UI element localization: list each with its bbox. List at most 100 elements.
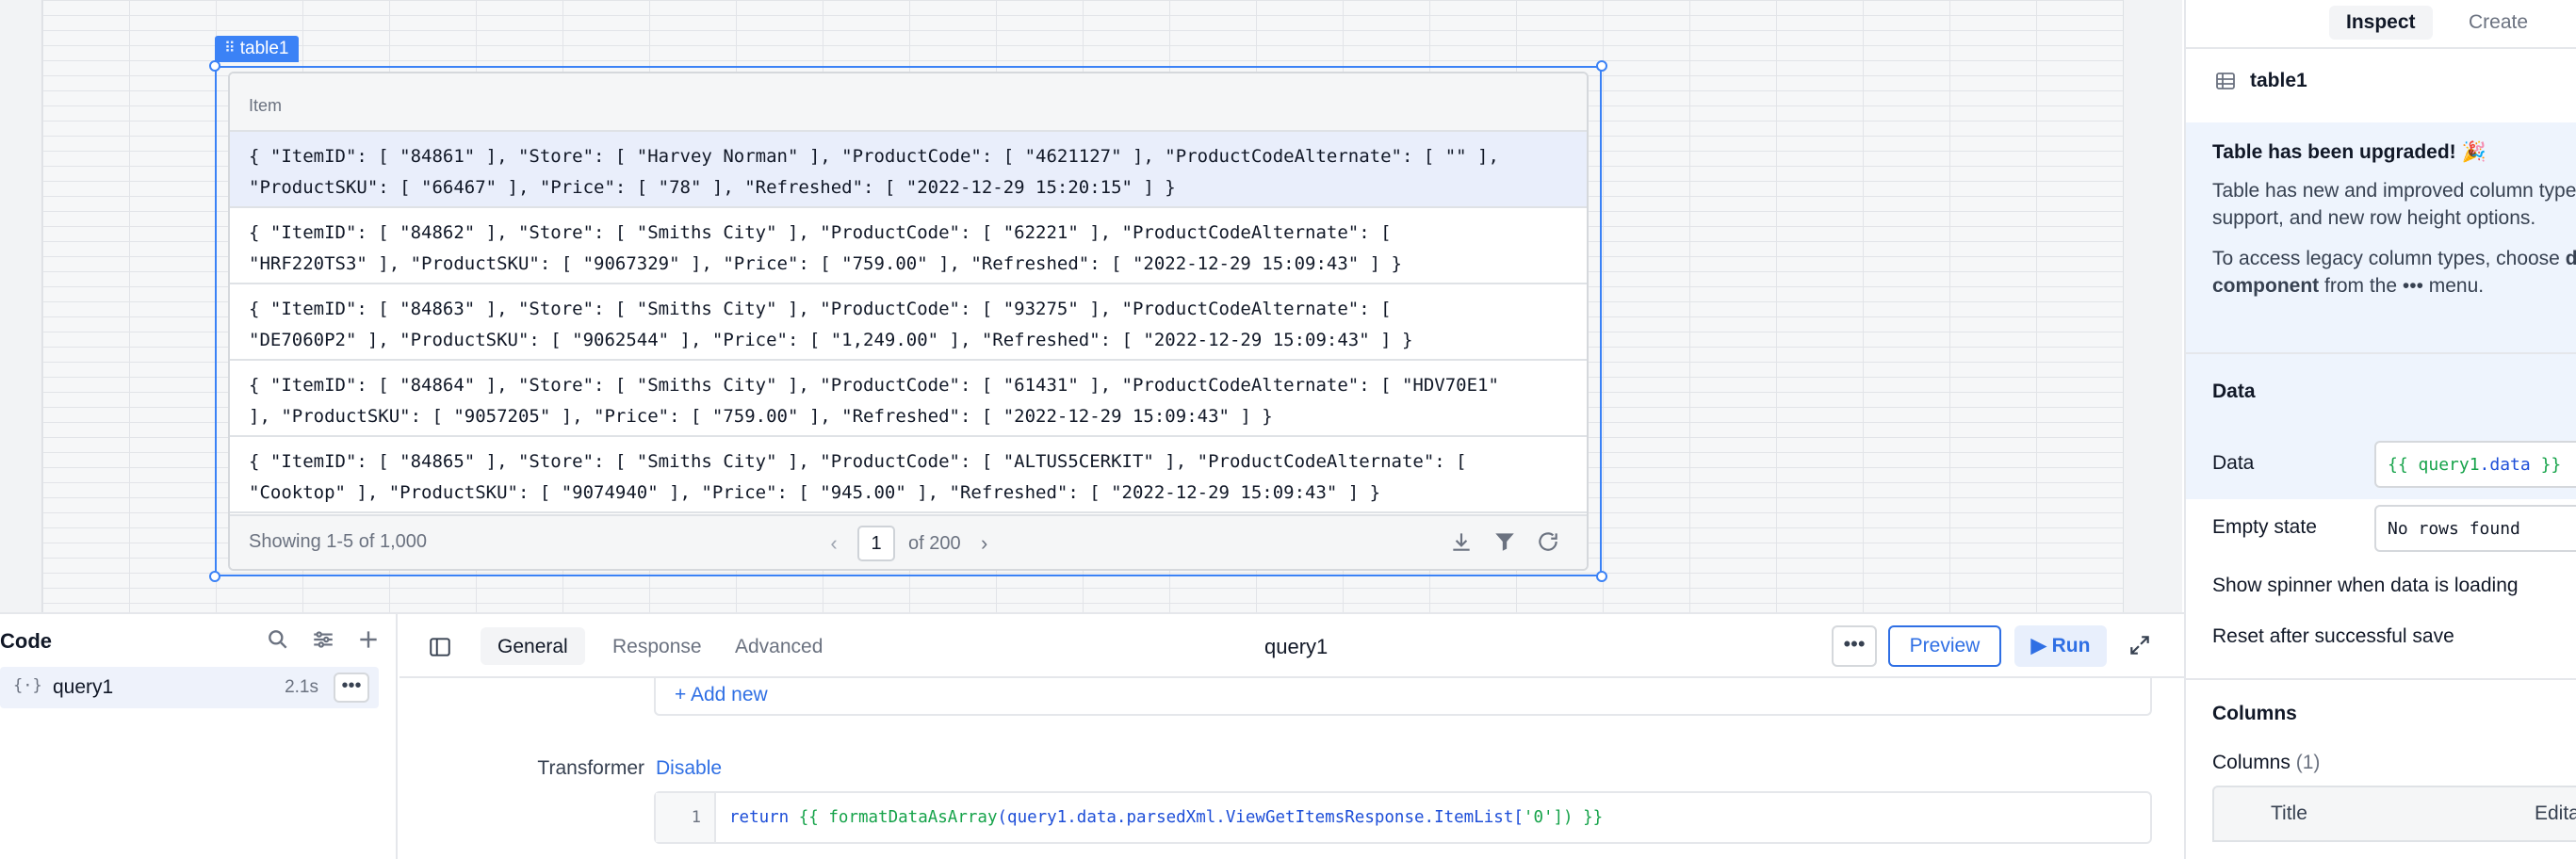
columns-table-header: Title Editable — [2212, 786, 2576, 842]
table-row[interactable]: { "ItemID": [ "84862" ], "Store": [ "Smi… — [230, 208, 1587, 284]
code-open: {{ — [789, 808, 829, 827]
resize-handle-bottom-left[interactable] — [209, 571, 220, 582]
cell-line: { "ItemID": [ "84861" ], "Store": [ "Har… — [249, 146, 1499, 167]
code-index: '0' — [1523, 808, 1554, 827]
component-name[interactable]: table1 — [2250, 70, 2307, 91]
selection-frame — [215, 66, 1602, 576]
section-columns-title[interactable]: Columns — [2212, 703, 2297, 724]
filter-settings-icon[interactable] — [311, 627, 335, 652]
tab-create[interactable]: Create — [2469, 11, 2529, 33]
table-footer: Showing 1-5 of 1,000 ‹ 1 of 200 › — [230, 514, 1587, 569]
component-tag-label: table1 — [239, 39, 289, 58]
line-number: 1 — [656, 793, 716, 842]
prev-page-icon[interactable]: ‹ — [830, 531, 838, 555]
code-title: Code — [0, 629, 52, 653]
empty-state-input[interactable]: No rows found — [2374, 505, 2576, 552]
code-list: Code {·} query1 2.1s ••• — [0, 614, 398, 859]
query-more-button[interactable]: ••• — [334, 673, 369, 703]
resize-handle-top-left[interactable] — [209, 60, 220, 72]
notice-title: Table has been upgraded! 🎉 — [2212, 141, 2486, 163]
code-function: formatDataAsArray — [828, 808, 998, 827]
data-prop: .data — [2479, 455, 2531, 475]
pagination: ‹ 1 of 200 › — [823, 526, 995, 561]
inspector-panel: Inspect Create table1 Table has been upg… — [2184, 0, 2576, 859]
add-icon[interactable] — [356, 627, 381, 652]
code-keyword: return — [729, 808, 790, 827]
play-icon: ▶ — [2030, 635, 2052, 656]
cell-line: "ProductSKU": [ "66467" ], "Price": [ "7… — [249, 177, 1176, 198]
drag-handle-icon[interactable]: ⠿ — [224, 41, 236, 57]
col-head-editable: Editable — [2535, 802, 2576, 824]
notice-legacy-tail: from the ••• menu. — [2319, 275, 2485, 297]
upgrade-notice: Table has been upgraded! 🎉 Table has new… — [2186, 122, 2576, 499]
notice-legacy: To access legacy column types, choose do… — [2212, 245, 2576, 300]
query-runtime: 2.1s — [285, 677, 318, 697]
download-icon[interactable] — [1449, 529, 1474, 554]
cell-line: "HRF220TS3" ], "ProductSKU": [ "9067329"… — [249, 253, 1402, 274]
row-count-text: Showing 1-5 of 1,000 — [249, 531, 428, 552]
canvas: ⠿ table1 Item { "ItemID": [ "84861" ], "… — [0, 0, 2182, 612]
inspector-tabs: Inspect Create — [2186, 0, 2576, 45]
divider — [2186, 678, 2576, 680]
more-options-button[interactable]: ••• — [1832, 625, 1877, 667]
table-row[interactable]: { "ItemID": [ "84861" ], "Store": [ "Har… — [230, 132, 1587, 208]
notice-body: Table has new and improved column types,… — [2212, 180, 2576, 229]
code-line: return {{ formatDataAsArray(query1.data.… — [729, 808, 1603, 827]
refresh-icon[interactable] — [1536, 529, 1560, 554]
downgrade-link[interactable]: downgrade component — [2212, 248, 2576, 297]
section-data-title[interactable]: Data — [2212, 381, 2256, 402]
reset-label[interactable]: Reset after successful save — [2212, 625, 2454, 647]
resize-handle-bottom-right[interactable] — [1596, 571, 1607, 582]
table-row[interactable]: { "ItemID": [ "84865" ], "Store": [ "Smi… — [230, 437, 1587, 513]
table-row[interactable]: { "ItemID": [ "84864" ], "Store": [ "Smi… — [230, 361, 1587, 437]
page-total: of 200 — [908, 532, 961, 554]
add-new-button[interactable]: + Add new — [675, 684, 768, 705]
component-header: table1 — [2214, 70, 2307, 92]
page-number-input[interactable]: 1 — [857, 526, 895, 561]
tab-inspect[interactable]: Inspect — [2329, 6, 2433, 40]
column-header-item[interactable]: Item — [230, 73, 1587, 132]
cell-line: { "ItemID": [ "84865" ], "Store": [ "Smi… — [249, 451, 1467, 472]
code-args: (query1.data.parsedXml.ViewGetItemsRespo… — [997, 808, 1524, 827]
transformer-disable-link[interactable]: Disable — [656, 757, 723, 779]
divider — [2186, 352, 2576, 354]
col-head-title: Title — [2271, 802, 2307, 824]
tab-response[interactable]: Response — [612, 636, 702, 657]
columns-count: (1) — [2295, 752, 2321, 773]
sidebar-toggle-icon[interactable] — [428, 635, 452, 659]
search-icon[interactable] — [266, 627, 290, 652]
query-list-item[interactable]: {·} query1 2.1s ••• — [0, 667, 379, 708]
table-toolbar — [1449, 529, 1560, 554]
data-table[interactable]: Item { "ItemID": [ "84861" ], "Store": [… — [228, 72, 1589, 571]
expand-icon[interactable] — [2128, 633, 2152, 657]
cell-line: ], "ProductSKU": [ "9057205" ], "Price":… — [249, 406, 1273, 427]
notice-legacy-text: To access legacy column types, choose — [2212, 248, 2566, 269]
run-label: Run — [2051, 635, 2091, 656]
filter-icon[interactable] — [1492, 529, 1517, 554]
spinner-label[interactable]: Show spinner when data is loading — [2212, 575, 2519, 596]
next-page-icon[interactable]: › — [980, 531, 988, 555]
data-input[interactable]: {{ query1.data }} — [2374, 441, 2576, 488]
cell-line: { "ItemID": [ "84864" ], "Store": [ "Smi… — [249, 375, 1499, 396]
code-toolbar — [266, 627, 381, 652]
run-button[interactable]: ▶ Run — [2014, 625, 2107, 667]
data-open: {{ — [2388, 455, 2419, 475]
table-row[interactable]: { "ItemID": [ "84863" ], "Store": [ "Smi… — [230, 284, 1587, 361]
query-title[interactable]: query1 — [1264, 635, 1329, 658]
table-icon — [2216, 73, 2235, 89]
tab-advanced[interactable]: Advanced — [735, 636, 823, 657]
editor-toolbar: General Response Advanced query1 ••• Pre… — [399, 614, 2184, 678]
query-editor: General Response Advanced query1 ••• Pre… — [399, 614, 2184, 859]
query-icon: {·} — [13, 676, 42, 695]
preview-button[interactable]: Preview — [1888, 625, 2001, 667]
tab-general[interactable]: General — [481, 627, 585, 665]
code-close: ]) }} — [1553, 808, 1604, 827]
resize-handle-top-right[interactable] — [1596, 60, 1607, 72]
component-tag[interactable]: ⠿ table1 — [215, 36, 299, 62]
data-obj: query1 — [2418, 455, 2480, 475]
cell-line: { "ItemID": [ "84863" ], "Store": [ "Smi… — [249, 299, 1392, 319]
columns-label: Columns — [2212, 752, 2291, 773]
transformer-code-editor[interactable]: 1 return {{ formatDataAsArray(query1.dat… — [654, 791, 2152, 844]
columns-count-label: Columns (1) — [2212, 752, 2320, 774]
code-panel: Code {·} query1 2.1s ••• General Respons… — [0, 612, 2184, 859]
